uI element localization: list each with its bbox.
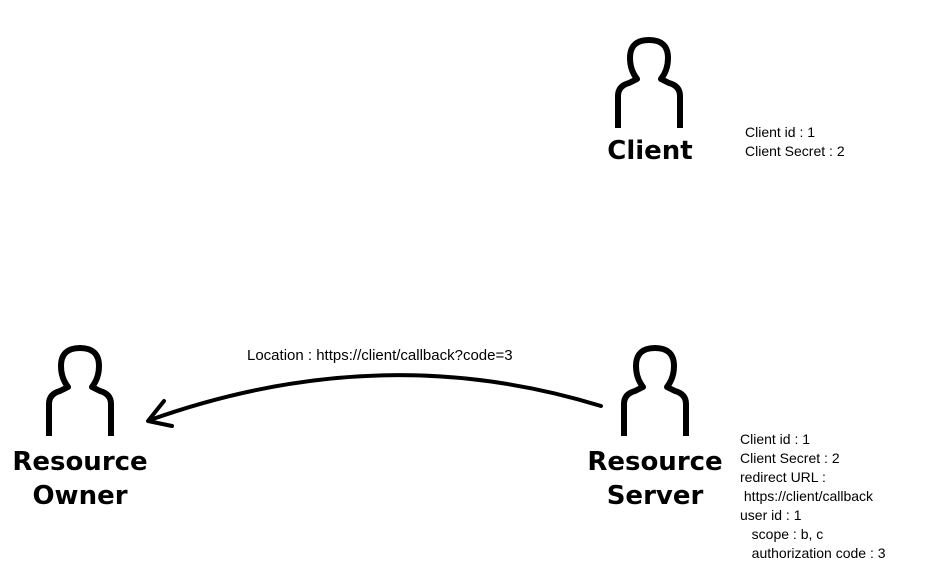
resource-server-label: Resource Server xyxy=(585,445,725,513)
resource-server-notes: Client id : 1 Client Secret : 2 redirect… xyxy=(740,430,886,563)
resource-server-note-line: Client id : 1 xyxy=(740,431,811,447)
resource-owner-person-icon xyxy=(46,345,114,436)
resource-server-label-line-1: Resource xyxy=(587,447,723,477)
client-person-icon xyxy=(615,37,683,128)
resource-server-person-icon xyxy=(621,345,689,436)
resource-server-note-line: authorization code : 3 xyxy=(740,545,886,561)
client-note-line: Client Secret : 2 xyxy=(745,143,845,159)
resource-server-note-line: redirect URL : xyxy=(740,469,826,485)
client-label: Client xyxy=(596,134,704,168)
resource-server-note-line: Client Secret : 2 xyxy=(740,450,840,466)
redirect-arrow-label: Location : https://client/callback?code=… xyxy=(247,347,513,364)
resource-server-note-line: https://client/callback xyxy=(740,488,874,504)
resource-server-note-line: scope : b, c xyxy=(740,526,824,542)
redirect-arrow-head xyxy=(146,399,174,428)
resource-server-label-line-2: Server xyxy=(606,481,704,511)
client-notes: Client id : 1 Client Secret : 2 xyxy=(745,123,845,161)
resource-owner-label-line-2: Owner xyxy=(32,481,128,511)
resource-server-note-line: user id : 1 xyxy=(740,507,802,523)
resource-owner-label-line-1: Resource xyxy=(12,447,148,477)
redirect-arrow-line xyxy=(148,373,603,422)
resource-owner-label: Resource Owner xyxy=(10,445,150,513)
client-label-line: Client xyxy=(607,136,693,166)
client-note-line: Client id : 1 xyxy=(745,124,816,140)
